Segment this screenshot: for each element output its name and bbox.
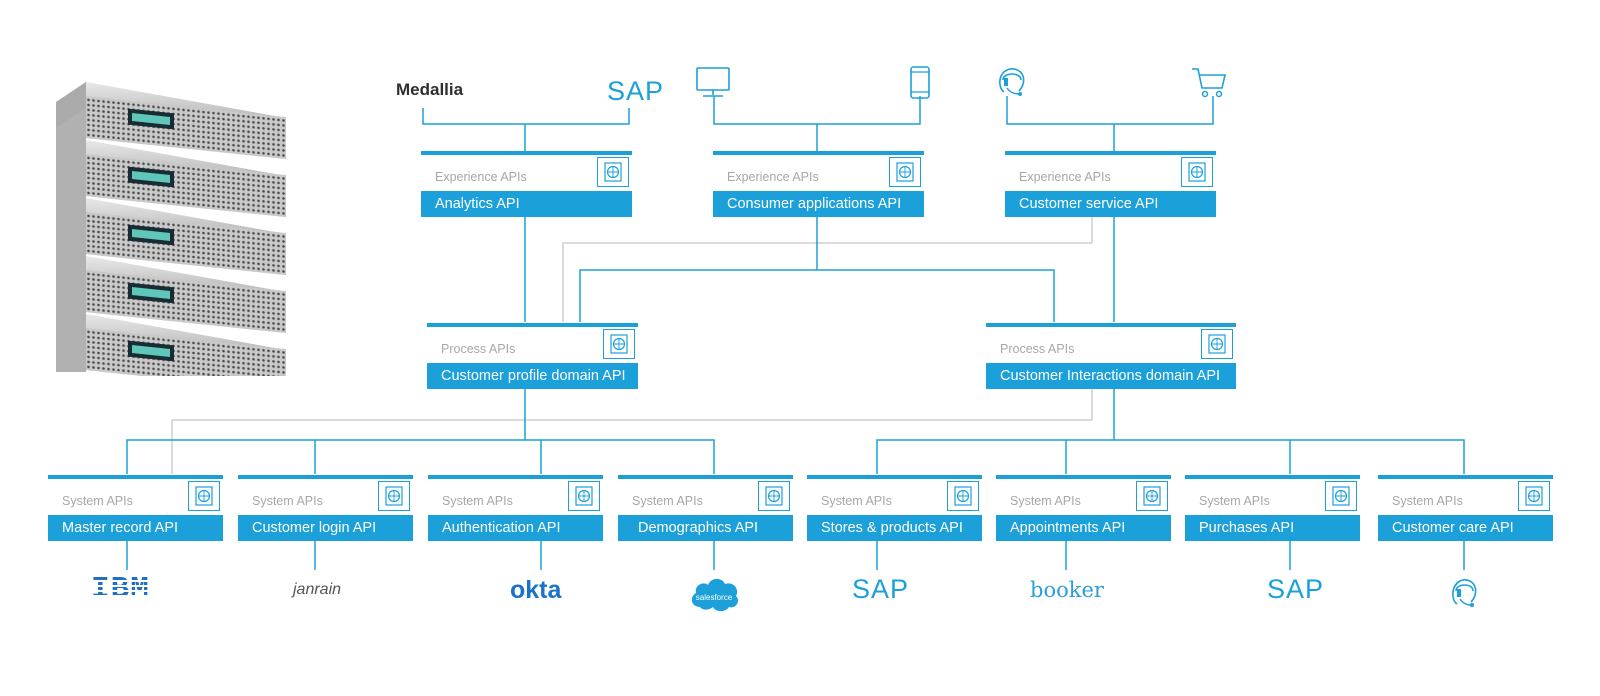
salesforce-logo: salesforce: [688, 573, 740, 613]
okta-logo: okta: [510, 576, 562, 604]
api-name: Demographics API: [618, 515, 793, 541]
system-api-card-master-record[interactable]: System APIs Master record API: [48, 475, 223, 541]
api-name: Authentication API: [428, 515, 603, 541]
system-api-card-purchases[interactable]: System APIs Purchases API: [1185, 475, 1360, 541]
api-layer-label: System APIs: [1010, 494, 1081, 508]
api-layer-label: System APIs: [632, 494, 703, 508]
api-globe-badge-icon: [889, 157, 921, 187]
api-globe-badge-icon: [597, 157, 629, 187]
api-layer-label: Process APIs: [1000, 342, 1075, 356]
api-layer-label: Experience APIs: [435, 170, 527, 184]
api-layer-label: Process APIs: [441, 342, 516, 356]
experience-api-card-customer-service[interactable]: Experience APIs Customer service API: [1005, 151, 1216, 217]
api-globe-badge-icon: [568, 481, 600, 511]
api-name: Analytics API: [421, 191, 632, 217]
api-name: Customer service API: [1005, 191, 1216, 217]
process-api-card-customer-interactions[interactable]: Process APIs Customer Interactions domai…: [986, 323, 1236, 389]
booker-logo: booker: [1030, 578, 1104, 602]
system-api-card-appointments[interactable]: System APIs Appointments API: [996, 475, 1171, 541]
api-layer-label: System APIs: [62, 494, 133, 508]
system-api-card-customer-care[interactable]: System APIs Customer care API: [1378, 475, 1553, 541]
system-api-card-demographics[interactable]: System APIs Demographics API: [618, 475, 793, 541]
api-name: Customer Interactions domain API: [986, 363, 1236, 389]
connector-interactions-to-master: [171, 381, 1093, 474]
api-name: Customer login API: [238, 515, 413, 541]
api-globe-badge-icon: [1325, 481, 1357, 511]
salesforce-cloud-icon: [691, 578, 739, 612]
api-globe-badge-icon: [188, 481, 220, 511]
api-layer-label: System APIs: [442, 494, 513, 508]
api-globe-badge-icon: [1518, 481, 1550, 511]
janrain-logo: janrain: [293, 581, 342, 598]
api-globe-badge-icon: [1201, 329, 1233, 359]
api-globe-badge-icon: [603, 329, 635, 359]
api-globe-badge-icon: [758, 481, 790, 511]
sap-logo-bottom-stores: SAP: [852, 574, 910, 604]
api-name: Master record API: [48, 515, 223, 541]
experience-api-card-analytics[interactable]: Experience APIs Analytics API: [421, 151, 632, 217]
ibm-logo: IBM: [91, 572, 150, 607]
connector-service-to-profile: [562, 213, 1093, 322]
mobile-phone-icon: [910, 66, 930, 99]
api-layer-label: System APIs: [1392, 494, 1463, 508]
desktop-monitor-icon: [696, 67, 730, 97]
api-globe-badge-icon: [1181, 157, 1213, 187]
system-api-card-authentication[interactable]: System APIs Authentication API: [428, 475, 603, 541]
server-rack-icon: [56, 82, 286, 376]
api-globe-badge-icon: [947, 481, 979, 511]
api-layer-label: System APIs: [252, 494, 323, 508]
medallia-logo: Medallia: [396, 80, 464, 99]
api-name: Purchases API: [1185, 515, 1360, 541]
api-layer-label: Experience APIs: [1019, 170, 1111, 184]
sap-logo-bottom-purchases: SAP: [1267, 574, 1325, 604]
api-globe-badge-icon: [378, 481, 410, 511]
api-layer-label: System APIs: [821, 494, 892, 508]
system-api-card-customer-login[interactable]: System APIs Customer login API: [238, 475, 413, 541]
api-name: Stores & products API: [807, 515, 982, 541]
api-layer-label: System APIs: [1199, 494, 1270, 508]
support-agent-headset-icon: [1452, 579, 1477, 607]
api-layer-label: Experience APIs: [727, 170, 819, 184]
support-agent-headset-icon: [999, 68, 1025, 96]
salesforce-wordmark: salesforce: [695, 593, 733, 602]
shopping-cart-icon: [1192, 68, 1227, 98]
process-api-card-customer-profile[interactable]: Process APIs Customer profile domain API: [427, 323, 638, 389]
api-name: Appointments API: [996, 515, 1171, 541]
sap-logo-top: SAP: [607, 76, 665, 106]
api-name: Consumer applications API: [713, 191, 924, 217]
api-name: Customer profile domain API: [427, 363, 638, 389]
experience-api-card-consumer-applications[interactable]: Experience APIs Consumer applications AP…: [713, 151, 924, 217]
api-globe-badge-icon: [1136, 481, 1168, 511]
api-name: Customer care API: [1378, 515, 1553, 541]
system-api-card-stores-products[interactable]: System APIs Stores & products API: [807, 475, 982, 541]
